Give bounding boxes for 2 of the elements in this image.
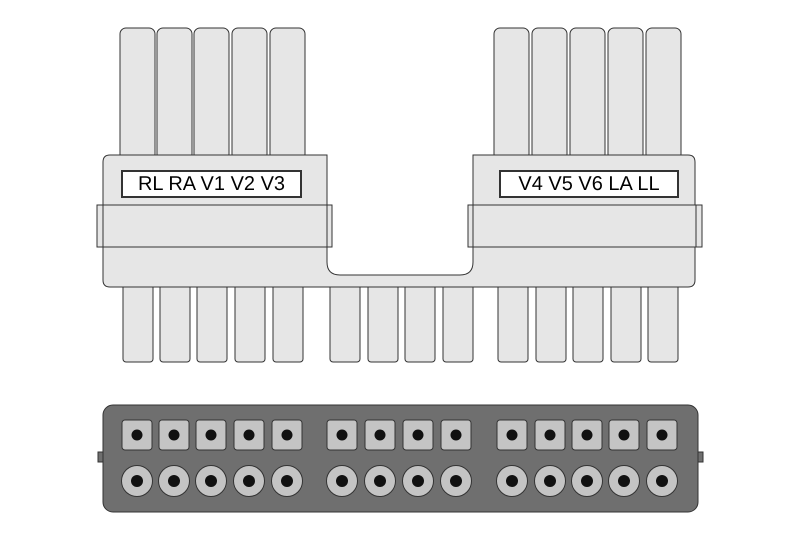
label-plate: V4 V5 V6 LA LL xyxy=(499,170,679,198)
label-plate: RL RA V1 V2 V3 xyxy=(121,170,302,198)
